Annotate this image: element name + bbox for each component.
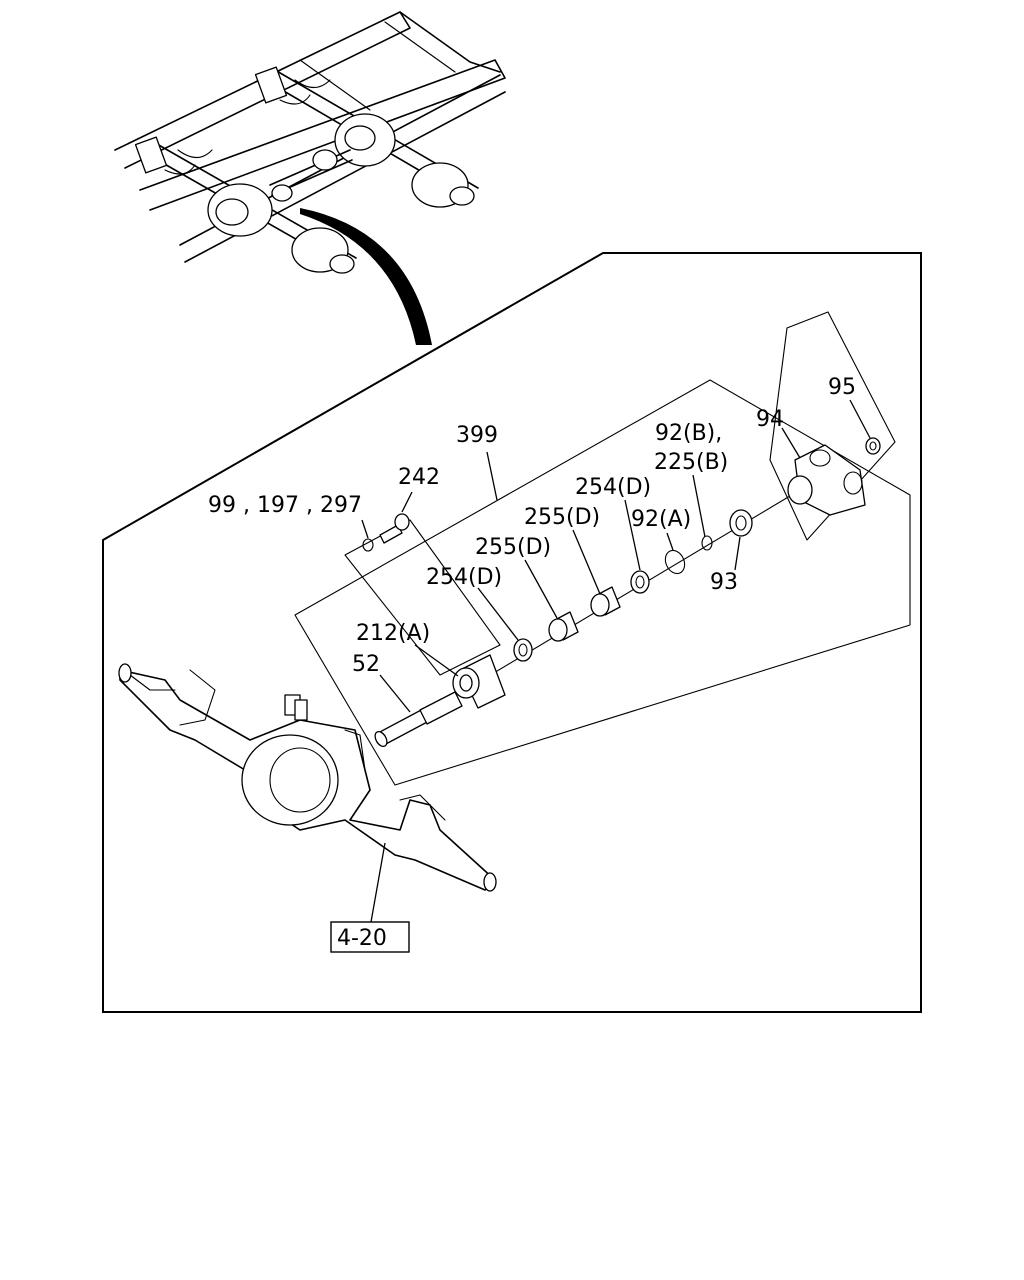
kit-399-boundary bbox=[294, 379, 911, 786]
reference-label-4-20: 4-20 bbox=[337, 926, 387, 951]
part-255D-lower bbox=[548, 611, 579, 642]
label-52: 52 bbox=[352, 652, 380, 677]
label-399: 399 bbox=[456, 423, 498, 448]
part-92B-ring bbox=[701, 535, 713, 551]
label-93: 93 bbox=[710, 570, 738, 595]
label-242: 242 bbox=[398, 465, 440, 490]
label-94: 94 bbox=[756, 407, 784, 432]
label-254D-top: 254(D) bbox=[575, 475, 651, 500]
part-92A-ring bbox=[664, 549, 686, 575]
label-92B: 92(B), bbox=[655, 421, 722, 446]
part-242-bolt bbox=[379, 513, 410, 544]
part-254D-upper bbox=[630, 570, 650, 594]
outer-frame bbox=[102, 252, 922, 1013]
part-99-washer bbox=[362, 538, 374, 552]
part-94-yoke bbox=[787, 444, 866, 516]
leader-lines bbox=[361, 399, 871, 923]
label-225B: 225(B) bbox=[654, 450, 728, 475]
label-95: 95 bbox=[828, 375, 856, 400]
pointer-arrow bbox=[300, 208, 432, 345]
part-93-seal bbox=[729, 509, 753, 537]
label-99-197-297: 99 , 197 , 297 bbox=[208, 493, 362, 518]
label-255D-lower: 255(D) bbox=[475, 535, 551, 560]
label-255D-upper: 255(D) bbox=[524, 505, 600, 530]
axle-housing-illustration bbox=[118, 663, 497, 892]
reference-box-4-20 bbox=[330, 921, 410, 953]
part-212A-housing bbox=[452, 654, 506, 709]
label-92A: 92(A) bbox=[631, 507, 691, 532]
part-254D-lower bbox=[513, 638, 533, 662]
part-52-shaft bbox=[374, 691, 463, 748]
label-254D-lower: 254(D) bbox=[426, 565, 502, 590]
chassis-overview-illustration bbox=[114, 11, 506, 274]
label-212A: 212(A) bbox=[356, 621, 430, 646]
part-255D-upper bbox=[590, 586, 621, 617]
part-95-nut bbox=[865, 437, 881, 455]
